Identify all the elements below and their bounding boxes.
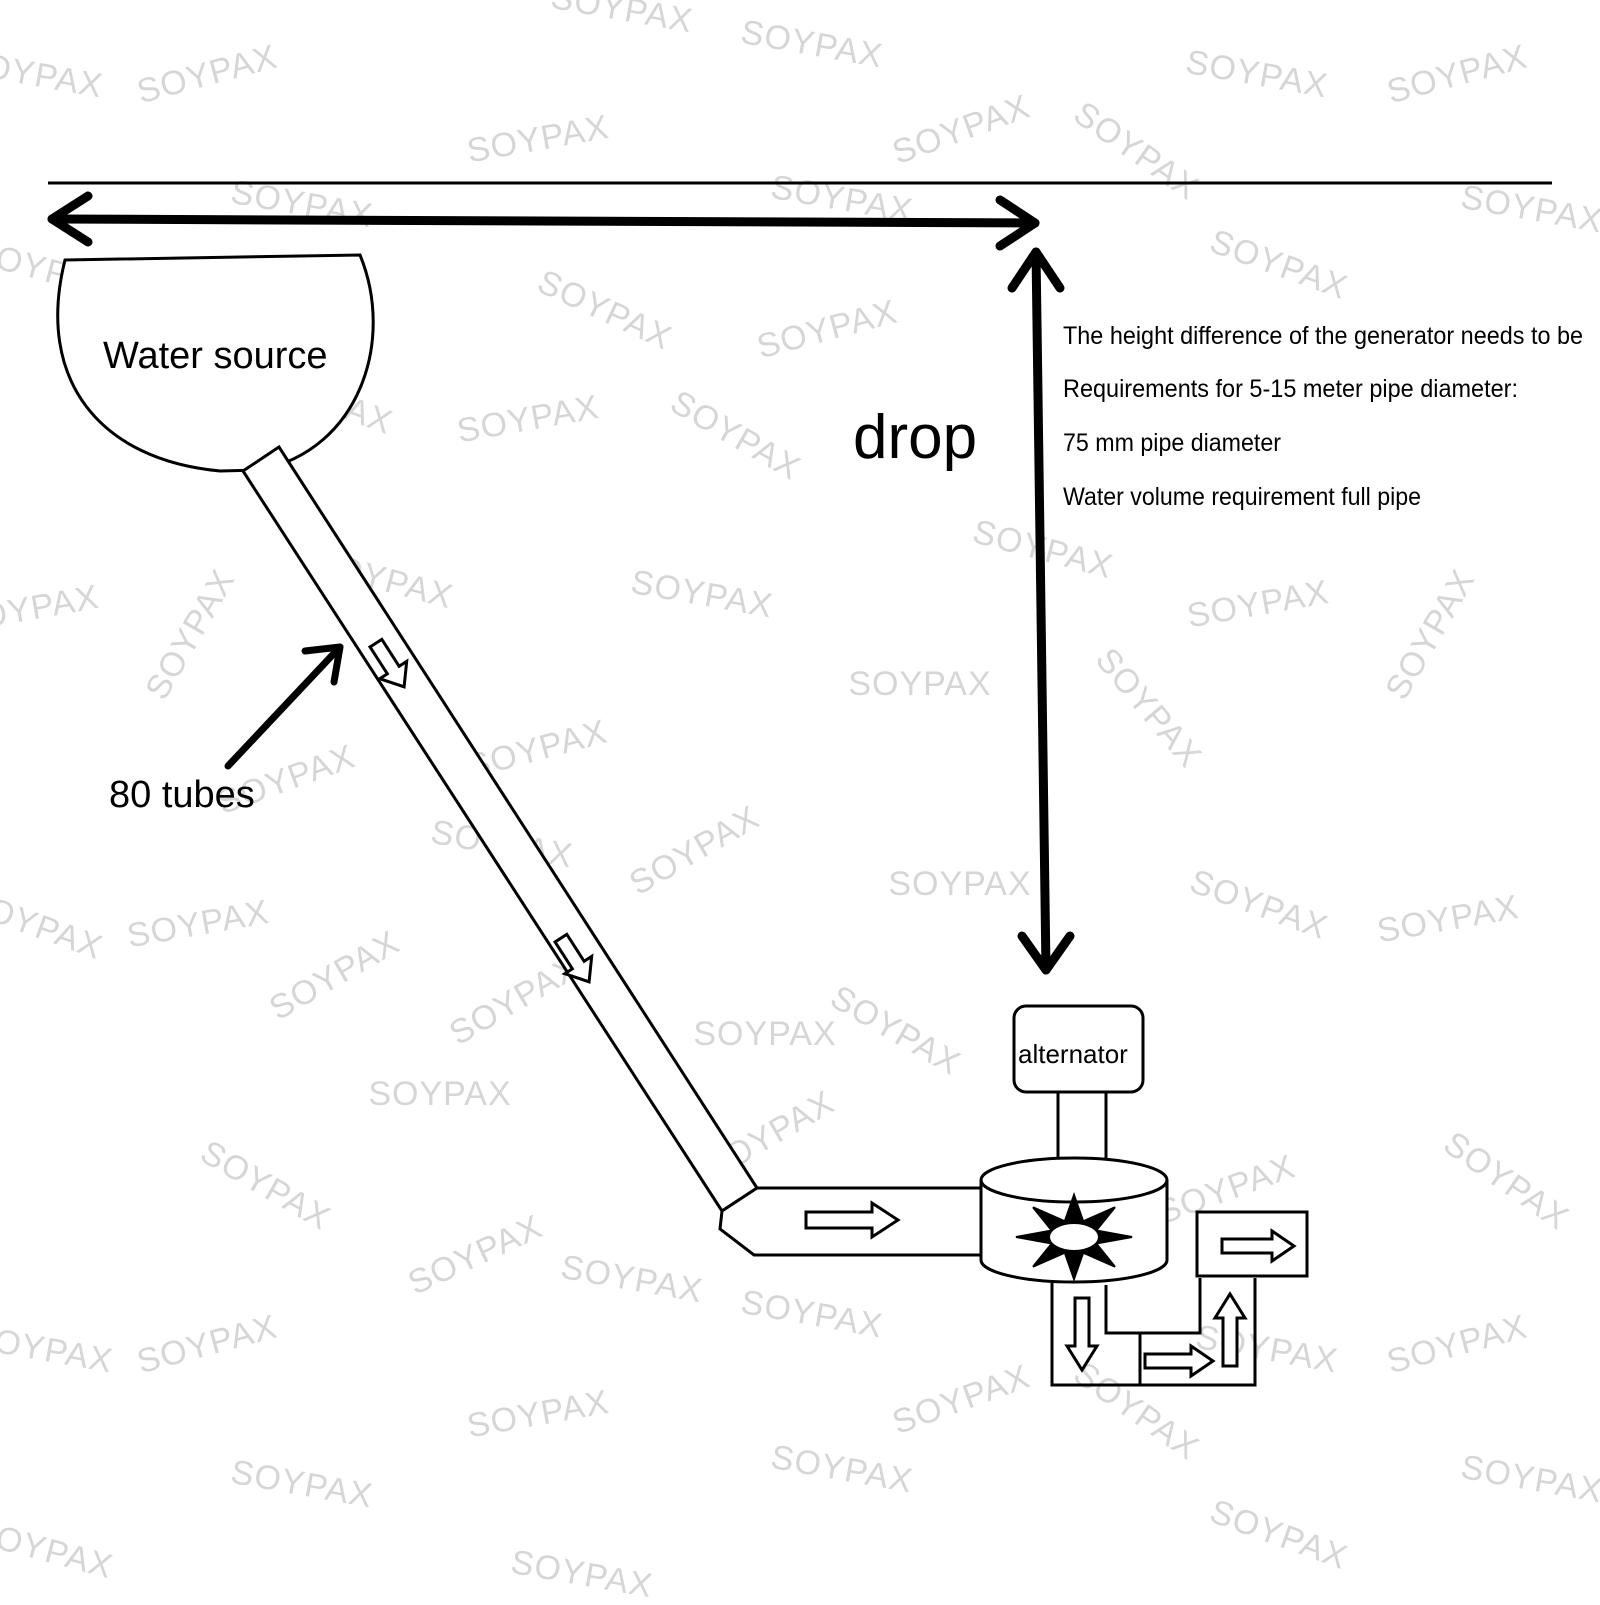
watermark-text: SOYPAX <box>753 292 901 366</box>
watermark-text: SOYPAX <box>1183 43 1331 105</box>
watermark-text: SOYPAX <box>1205 222 1353 307</box>
note-line-3: 75 mm pipe diameter <box>1063 429 1281 457</box>
watermark-text: SOYPAX <box>738 1283 886 1345</box>
watermark-text: SOYPAX <box>888 865 1031 903</box>
watermark-text: SOYPAX <box>1378 563 1483 706</box>
watermark-text: SOYPAX <box>228 1453 376 1515</box>
watermark-text: SOYPAX <box>0 882 108 967</box>
watermark-text: SOYPAX <box>887 87 1035 172</box>
flow-arrow-penstock-1 <box>367 637 409 689</box>
watermark-text: SOYPAX <box>263 923 406 1028</box>
watermark-text: SOYPAX <box>1205 1492 1353 1577</box>
horizontal-distance-arrow <box>47 191 1040 251</box>
watermark-text: SOYPAX <box>0 578 102 640</box>
watermark-text: SOYPAX <box>133 1307 281 1381</box>
watermark-text: SOYPAX <box>1193 1318 1341 1380</box>
watermark-text: SOYPAX <box>623 798 766 903</box>
flow-arrow-outlet-right <box>1143 1343 1216 1379</box>
watermark-text: SOYPAX <box>1437 1124 1576 1237</box>
watermark-text: SOYPAX <box>1383 37 1531 111</box>
watermark-text: SOYPAX <box>0 43 106 105</box>
drop-height-arrow <box>1007 247 1075 975</box>
water-source-label: Water source <box>103 335 328 377</box>
watermark-text: SOYPAX <box>628 563 776 625</box>
watermark-text: SOYPAX <box>1185 862 1333 947</box>
watermark-text: SOYPAX <box>768 1438 916 1500</box>
watermark-text: SOYPAX <box>1067 1354 1206 1467</box>
watermark-text: SOYPAX <box>508 1543 656 1600</box>
alternator-label: alternator <box>1018 1039 1128 1069</box>
watermark-text: SOYPAX <box>194 1133 337 1238</box>
watermark-text: SOYPAX <box>1067 94 1206 207</box>
watermark-text: SOYPAX <box>124 893 272 955</box>
watermark-text: SOYPAX <box>1088 641 1209 775</box>
tubes-pointer-arrow <box>224 643 344 770</box>
watermark-text: SOYPAX <box>368 1075 511 1113</box>
note-line-1: The height difference of the generator n… <box>1063 322 1583 350</box>
flow-arrow-horizontal <box>804 1200 901 1240</box>
turbine-impeller <box>1015 1191 1133 1283</box>
watermark-text: SOYPAX <box>133 37 281 111</box>
watermark-text: SOYPAX <box>887 1357 1035 1442</box>
watermark-text: SOYPAX <box>0 1512 117 1586</box>
flow-arrow-outlet-down <box>1064 1296 1100 1373</box>
watermark-text: SOYPAX <box>1458 178 1600 240</box>
watermark-text: SOYPAX <box>532 263 678 358</box>
watermark-text: SOYPAX <box>558 1248 706 1310</box>
watermark-text: SOYPAX <box>1184 573 1332 635</box>
watermark-text: SOYPAX <box>454 388 602 450</box>
watermark-text: SOYPAX <box>1374 888 1522 950</box>
watermark-text: SOYPAX <box>138 563 243 706</box>
note-line-2: Requirements for 5-15 meter pipe diamete… <box>1063 375 1518 403</box>
flow-arrow-penstock-2 <box>552 932 594 984</box>
watermark-text: SOYPAX <box>1383 1307 1531 1381</box>
watermark-text: SOYPAX <box>1458 1448 1600 1510</box>
water-source-bowl <box>56 253 375 473</box>
flow-arrow-outlet-up <box>1212 1291 1248 1368</box>
watermark-text: SOYPAX <box>738 13 886 75</box>
drop-label: drop <box>853 403 977 472</box>
watermark-text: SOYPAX <box>848 665 991 703</box>
note-line-4: Water volume requirement full pipe <box>1063 483 1421 511</box>
watermark-text: SOYPAX <box>0 1318 116 1380</box>
flow-arrow-outlet-exit <box>1220 1228 1297 1264</box>
tubes-label: 80 tubes <box>109 774 255 816</box>
watermark-text: SOYPAX <box>464 1383 612 1445</box>
outlet-pipe-inner <box>1104 1278 1202 1335</box>
watermark-text: SOYPAX <box>548 0 696 40</box>
watermark-text: SOYPAX <box>693 1015 836 1053</box>
watermark-text: SOYPAX <box>402 1208 548 1303</box>
watermark-text: SOYPAX <box>464 108 612 170</box>
watermark-text: SOYPAX <box>664 383 807 488</box>
outlet-pipe <box>1050 1278 1257 1387</box>
watermark-text: SOYPAX <box>824 978 967 1083</box>
